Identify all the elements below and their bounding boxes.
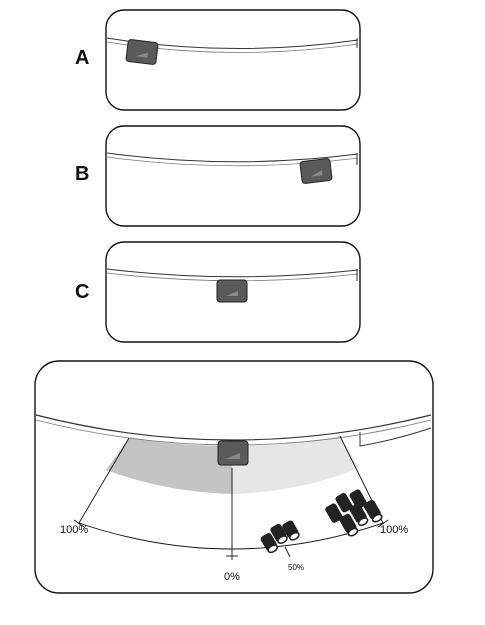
panel-b-frame [105,125,361,227]
left-percent-label: 100% [60,524,88,536]
panel-b: B [75,125,361,227]
panel-a: A [75,9,361,111]
mid-percent-label: 50% [288,563,304,572]
left-boundary-line [78,437,130,524]
high-output-icon [325,489,383,537]
detail-edge-notch [359,427,432,447]
detail-slider-tab [217,440,249,466]
panel-b-slider-tab [299,158,333,184]
panel-a-frame [105,9,361,111]
right-percent-label: 100% [380,524,408,536]
panel-c-label: C [75,281,89,303]
tick-right [377,519,389,528]
tick-left [73,519,85,528]
panel-b-label: B [75,163,89,185]
panel-c-slider-tab [216,279,248,303]
panel-a-label: A [75,47,89,69]
range-arc [78,522,384,550]
bottom-percent-label: 0% [224,571,240,583]
tick-mid [284,546,291,558]
panel-c-rim-line [106,268,359,278]
low-output-icon [260,520,300,554]
panel-b-rim-line [106,152,359,163]
panel-a-slider-tab [125,39,159,65]
panel-c: C [75,241,361,343]
detail-panel: 100% 100% 0% 50% [34,360,434,594]
dark-zone [106,438,232,494]
detail-rim-line [35,414,432,441]
light-zone [232,436,359,494]
